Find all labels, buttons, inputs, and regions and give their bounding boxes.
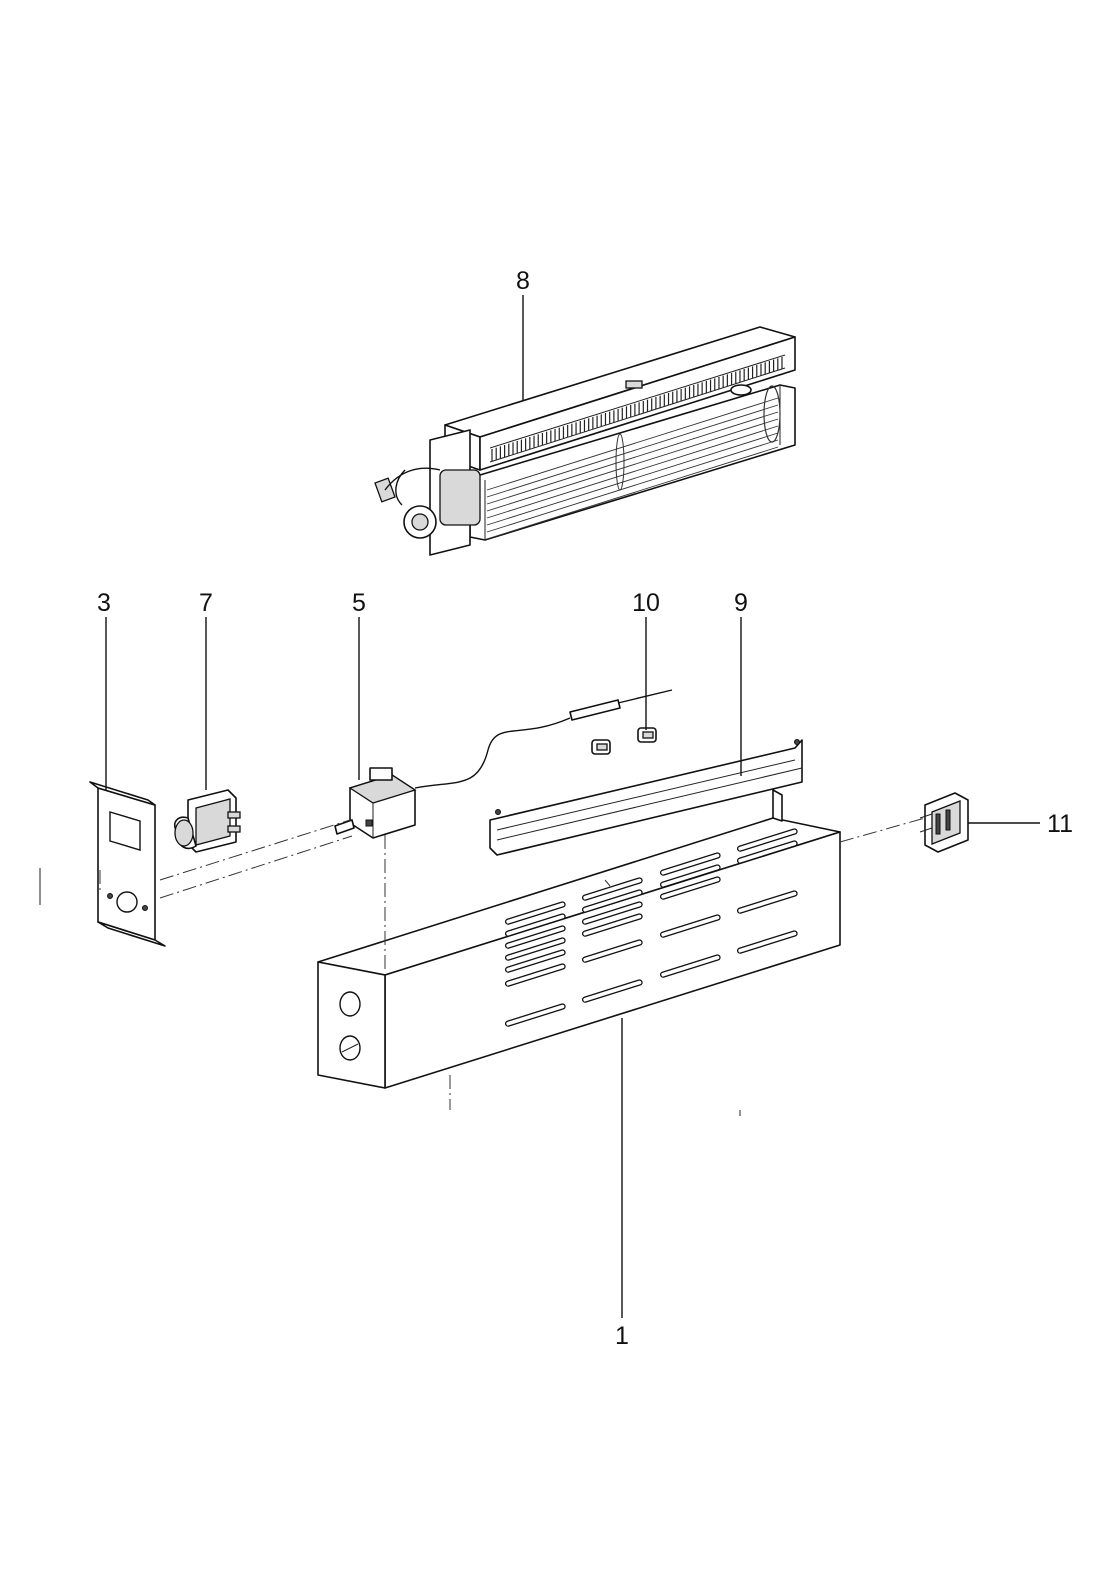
callout-5: 5 [352, 589, 366, 617]
part-7-switch [173, 789, 241, 853]
callout-7: 7 [199, 589, 213, 617]
callout-9: 9 [734, 589, 748, 617]
callout-11: 11 [1047, 810, 1073, 838]
part-10-sensor-clips [591, 727, 657, 755]
callout-1: 1 [615, 1322, 629, 1350]
leader-lines [105, 295, 1040, 1318]
part-5-thermostat [334, 689, 673, 839]
part-9-bracket-rail [489, 739, 803, 856]
callout-10: 10 [632, 589, 660, 617]
part-8-fan-heater-assembly [374, 326, 796, 556]
callouts: 8 3 7 5 10 9 11 1 [97, 267, 1073, 1350]
assembly-center-lines [39, 817, 926, 1116]
part-3-control-plate [89, 781, 166, 947]
callout-3: 3 [97, 589, 111, 617]
part-11-power-inlet [919, 792, 969, 853]
part-1-casing [317, 789, 841, 1089]
callout-8: 8 [516, 267, 530, 295]
